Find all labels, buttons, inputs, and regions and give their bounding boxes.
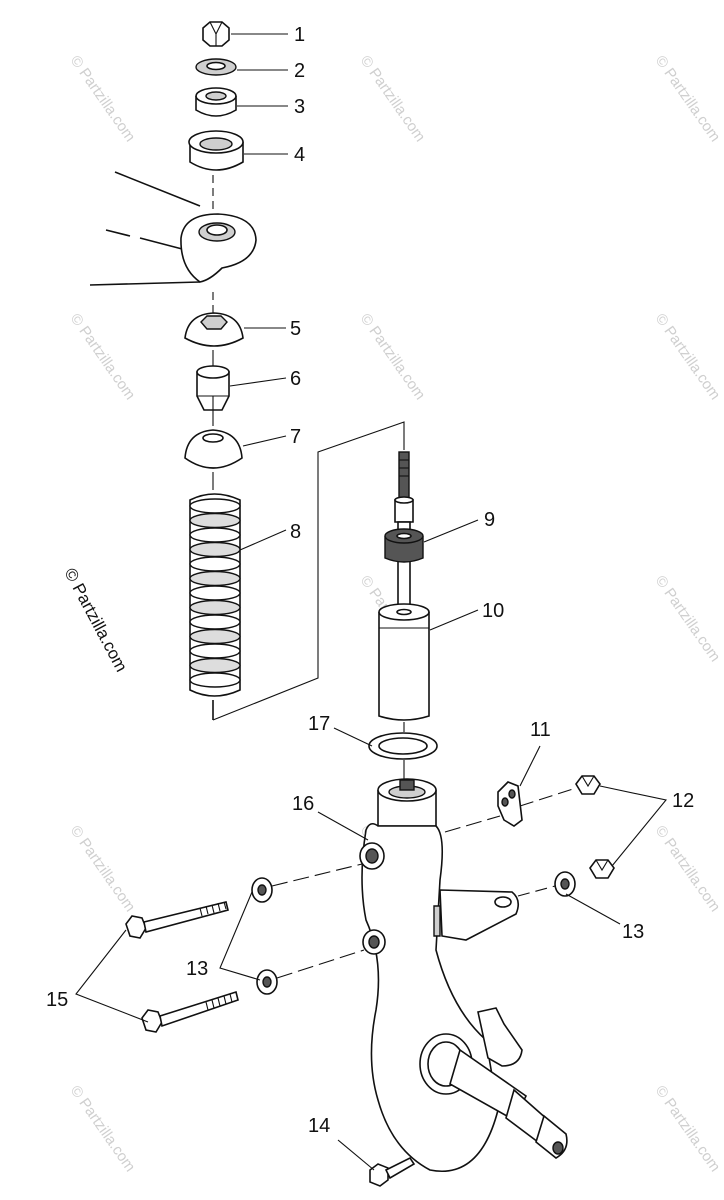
part-11-clip: [497, 781, 523, 827]
part-12-nut: [589, 859, 615, 879]
part-5-dome-cup: [184, 312, 244, 347]
callout-8: 8: [290, 521, 301, 543]
callouts: 1 2 3 4 5 6 7 8 9 10 11 12 13 13 14 15 1…: [46, 24, 694, 1137]
callout-9: 9: [484, 509, 495, 531]
spring-coil: [189, 628, 241, 645]
callout-1: 1: [294, 24, 305, 46]
part-3-bushing: [195, 87, 237, 117]
part-16-spindle-knuckle: [359, 778, 568, 1172]
watermark: © Partzilla.com: [67, 823, 139, 916]
part-4-cup: [188, 130, 244, 171]
callout-12: 12: [672, 790, 694, 812]
spring-coil: [189, 541, 241, 558]
leader-lines: [75, 33, 667, 1171]
watermark: © Partzilla.com: [357, 53, 429, 146]
spring-coil: [189, 498, 241, 514]
callout-16: 16: [292, 793, 314, 815]
spring-coil: [189, 570, 241, 587]
spring-coil: [189, 672, 241, 688]
watermark: © Partzilla.com: [652, 53, 724, 146]
callout-4: 4: [294, 144, 305, 166]
callout-2: 2: [294, 60, 305, 82]
upper-mount-plate: [89, 171, 257, 286]
part-14-bolt: [369, 1156, 416, 1187]
callout-13-left: 13: [186, 958, 208, 980]
watermark: © Partzilla.com: [652, 1083, 724, 1176]
part-17-washer: [368, 732, 438, 760]
watermark: © Partzilla.com: [652, 573, 724, 666]
assembly-lines: [271, 722, 577, 979]
callout-15: 15: [46, 989, 68, 1011]
spring-coil: [189, 585, 241, 601]
leader-bracket: [212, 421, 405, 721]
spring-coil: [189, 599, 241, 616]
part-15-bolt: [125, 901, 229, 939]
watermark: © Partzilla.com: [652, 823, 724, 916]
callout-17: 17: [308, 713, 330, 735]
callout-11: 11: [530, 719, 551, 741]
callout-7: 7: [290, 426, 301, 448]
part-7-spring-retainer: [184, 429, 243, 469]
part-2-washer: [195, 58, 237, 76]
part-12-nut: [575, 775, 601, 795]
part-15-bolt: [141, 990, 239, 1033]
watermark: © Partzilla.com: [652, 311, 724, 404]
callout-5: 5: [290, 318, 301, 340]
part-8-coil-spring: [189, 493, 241, 720]
spring-coil: [189, 527, 241, 543]
part-13-washer: [256, 969, 278, 995]
part-6-adjuster-nut: [196, 365, 230, 411]
watermark: © Partzilla.com: [67, 1083, 139, 1176]
spring-coil: [189, 512, 241, 529]
spring-coil: [189, 614, 241, 630]
watermark: © Partzilla.com: [357, 311, 429, 404]
spring-coil: [189, 556, 241, 572]
part-13-washer: [251, 877, 273, 903]
callout-10: 10: [482, 600, 504, 622]
callout-3: 3: [294, 96, 305, 118]
watermark: © Partzilla.com: [67, 53, 139, 146]
part-1-nut: [202, 21, 230, 47]
spring-coil: [189, 657, 241, 674]
part-13-washer: [554, 871, 576, 897]
part-9-bump-stop: [384, 528, 424, 563]
copyright-text: © Partzilla.com: [60, 565, 131, 675]
part-10-shock-absorber: [378, 451, 430, 721]
callout-6: 6: [290, 368, 301, 390]
spring-coil: [189, 643, 241, 659]
watermark: © Partzilla.com: [67, 311, 139, 404]
callout-13-right: 13: [622, 921, 644, 943]
callout-14: 14: [308, 1115, 330, 1137]
